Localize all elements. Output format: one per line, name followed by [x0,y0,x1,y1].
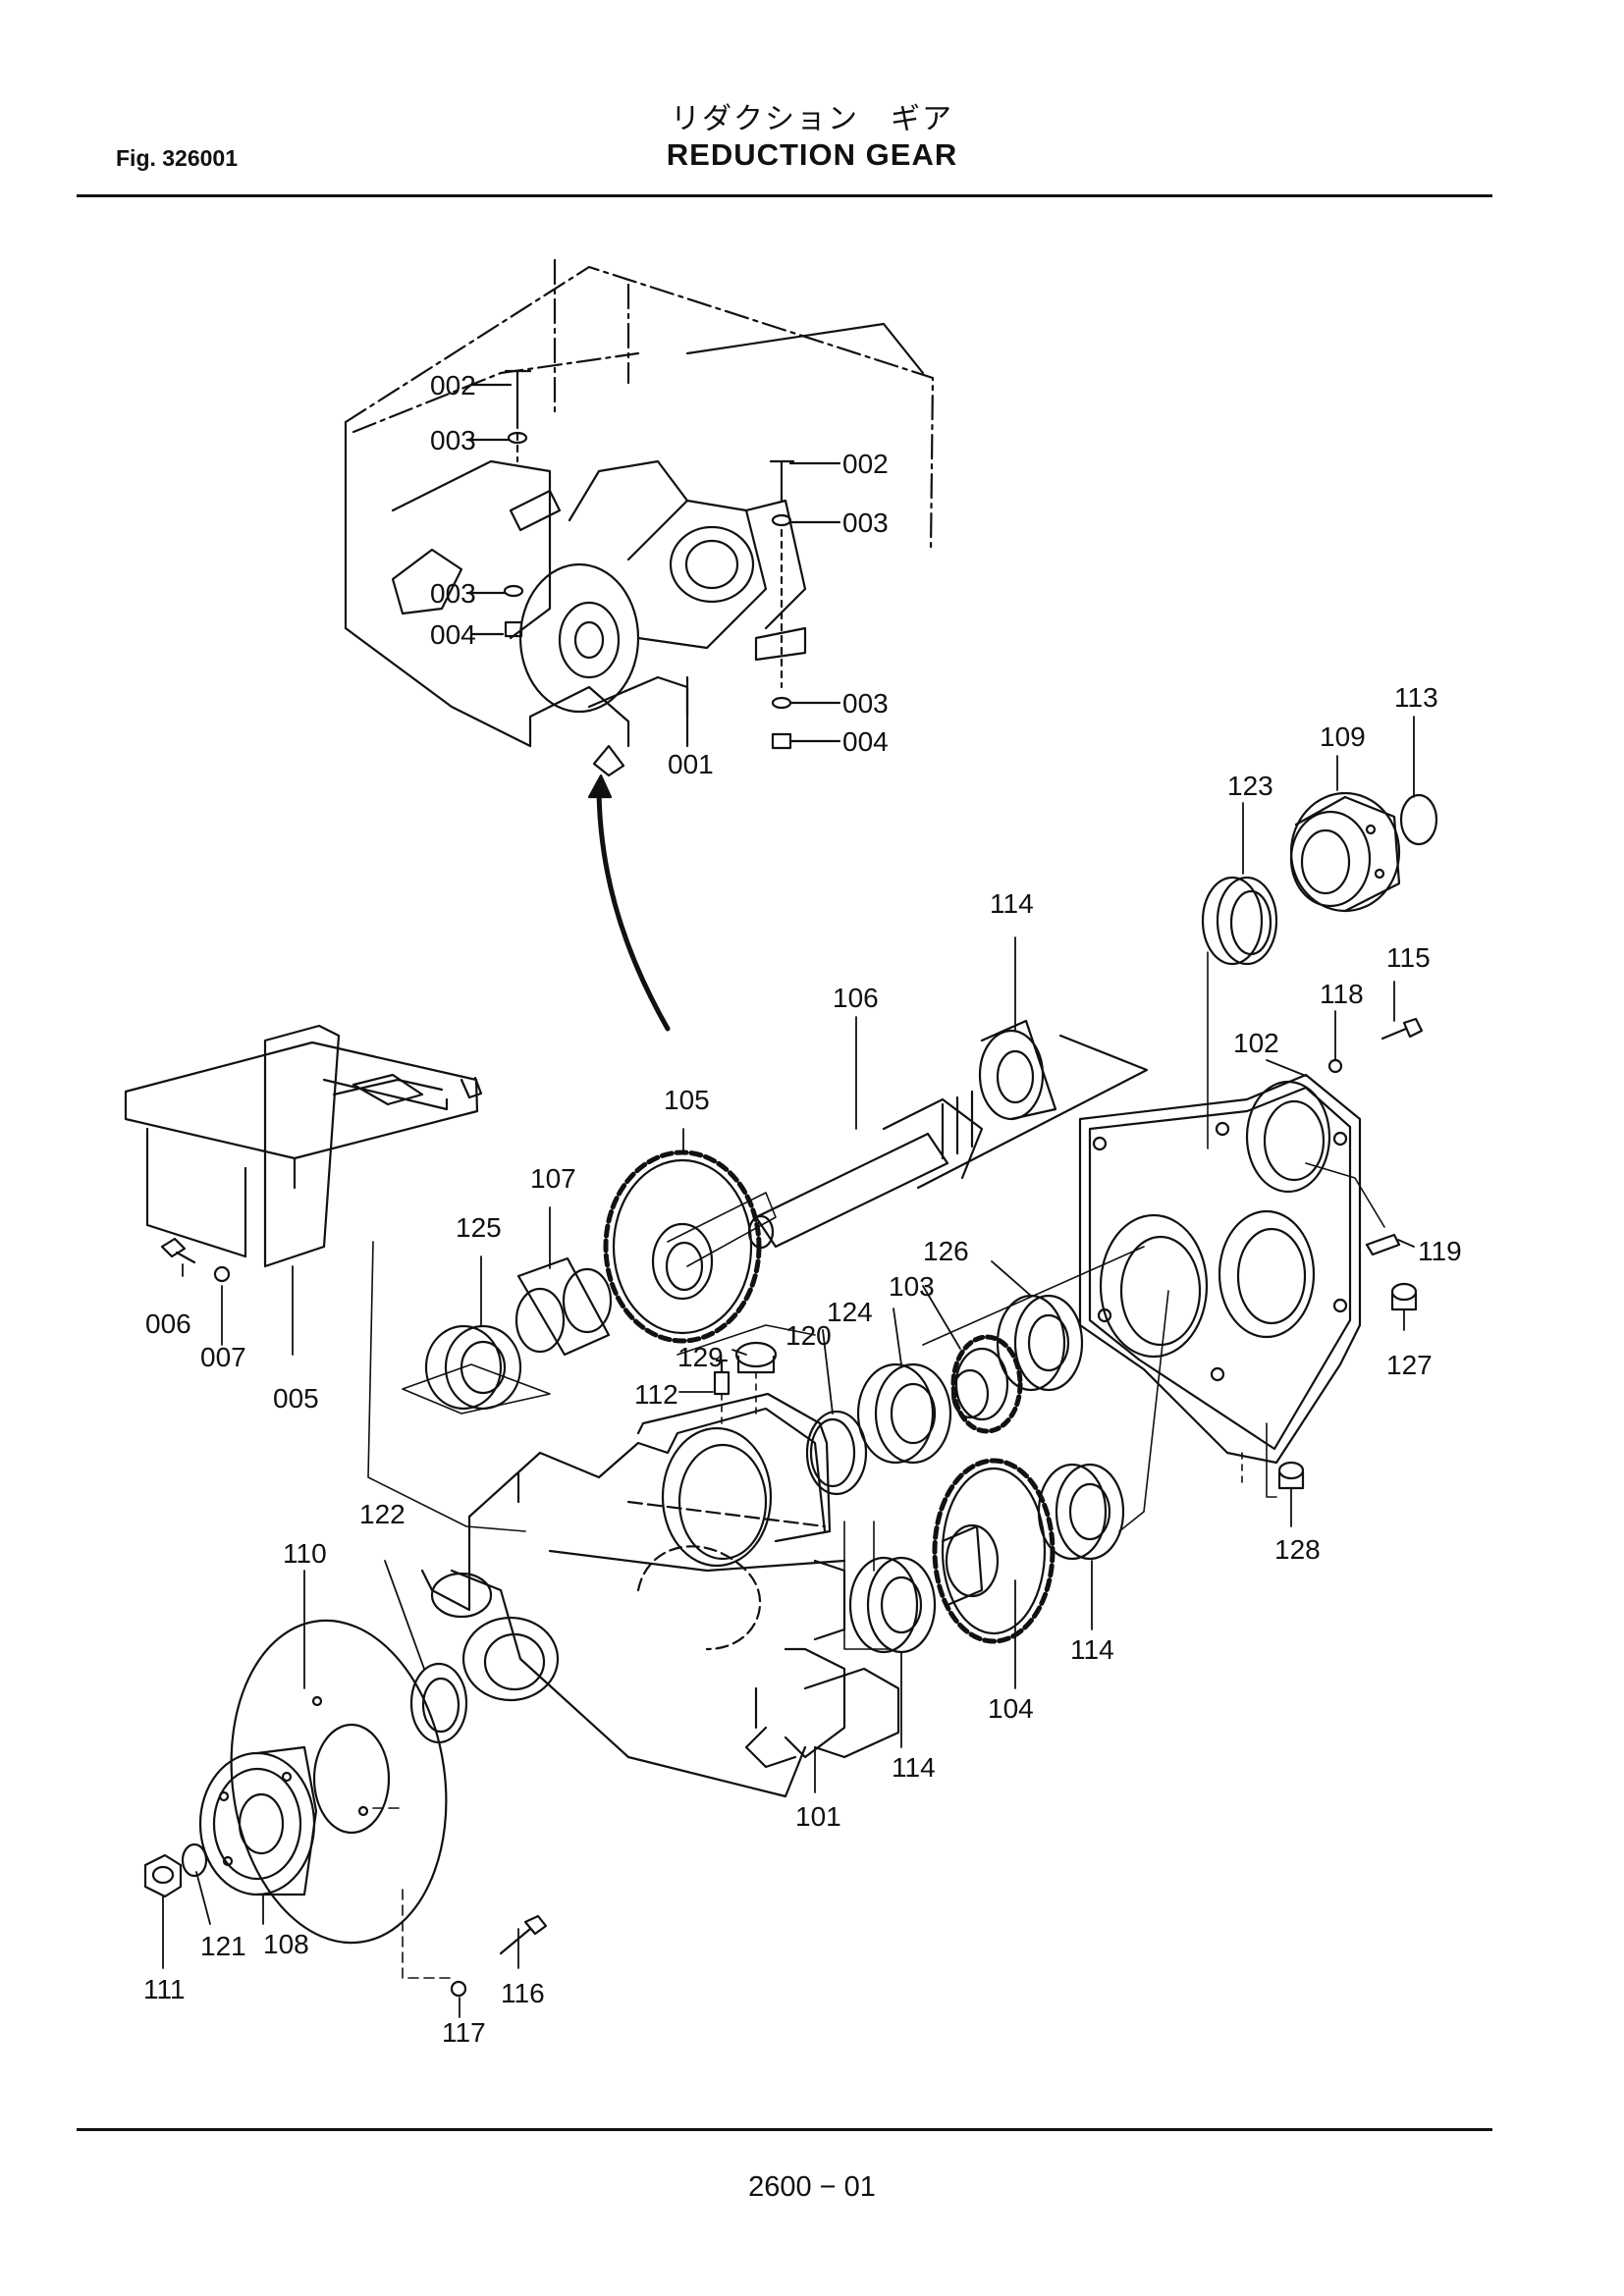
callout-002: 002 [430,370,476,400]
bearing-126 [996,1294,1084,1392]
callout-003: 003 [430,425,476,455]
callout-128: 128 [1274,1534,1321,1565]
callout-116: 116 [501,1978,545,2008]
mounting-bracket-005 [124,1024,526,1532]
gear-105 [603,1149,762,1344]
callout-123: 123 [1227,771,1273,801]
gear-cover-102 [1078,1073,1362,1465]
callout-007: 007 [200,1342,246,1372]
gear-housing-101 [420,1392,900,1798]
callout-127: 127 [1386,1350,1433,1380]
inset-leader-lines [469,383,841,748]
callout-126: 126 [923,1236,969,1266]
figure-number: Fig. 326001 [116,145,239,171]
pin-119 [1365,1233,1401,1256]
o-ring-121 [181,1842,208,1878]
callout-105: 105 [664,1085,710,1115]
dowel-pin-118 [1327,1058,1343,1074]
callout-117: 117 [442,2017,486,2048]
callout-004: 004 [430,619,476,650]
callout-003: 003 [430,578,476,609]
callout-006: 006 [145,1308,191,1339]
callout-112: 112 [634,1379,678,1410]
callout-104: 104 [988,1693,1034,1724]
callout-114: 114 [892,1752,936,1783]
oil-seal-122 [409,1662,468,1744]
callout-leader-lines [162,716,1415,2018]
callout-114: 114 [1070,1634,1114,1665]
callout-101: 101 [795,1801,841,1832]
housing-dashed-alignment-lines [402,1192,1145,1650]
callout-125: 125 [456,1212,502,1243]
bolt-116 [499,1914,548,1955]
callout-numbers: 002 003 003 004 002 003 003 004 001 113 … [143,370,1462,2048]
callout-122: 122 [359,1499,406,1529]
bolt-115 [1380,1017,1424,1041]
callout-121: 121 [200,1931,246,1961]
bearing-114-lower-right [1037,1463,1125,1561]
location-arrowhead [587,774,613,799]
location-arrow [596,782,671,1032]
gear-103 [950,1334,1023,1434]
flange-108 [198,1745,318,1896]
callout-129: 129 [677,1342,724,1372]
plug-129 [734,1341,778,1415]
callout-102: 102 [1233,1028,1279,1058]
bolt-006 [160,1237,196,1264]
callout-124: 124 [827,1297,873,1327]
header-divider [77,194,1492,197]
nut-111 [143,1853,183,1898]
callout-113: 113 [1394,682,1438,713]
bearing-114-upper [916,1019,1149,1190]
cover-alignment-lines [1118,951,1385,1532]
plug-127 [1390,1282,1418,1311]
callout-005: 005 [273,1383,319,1414]
flange-109 [1289,791,1401,913]
callout-118: 118 [1320,979,1364,1009]
gear-104 [932,1458,1056,1644]
oil-seal-123 [1201,876,1278,966]
bearing-114-lower-left [848,1556,937,1654]
callout-111: 111 [143,1974,186,2004]
callout-107: 107 [530,1163,576,1194]
callout-001: 001 [668,749,714,779]
bearing-124 [856,1362,952,1465]
frame-assembly-drawing [344,258,935,777]
spacer-107 [514,1256,613,1357]
inset-bolts-and-washers [503,369,795,750]
shaft-106 [747,1090,984,1250]
callout-004: 004 [842,726,889,757]
flange-bolt-alignment-line [402,1889,451,1979]
callout-109: 109 [1320,721,1366,752]
callout-114: 114 [990,888,1034,919]
page-number: 2600 − 01 [748,2171,876,2203]
grease-fitting-112 [713,1359,731,1429]
o-ring-113 [1399,793,1438,846]
callout-003: 003 [842,507,889,538]
callout-106: 106 [833,983,879,1013]
callout-110: 110 [283,1538,327,1569]
callout-003: 003 [842,688,889,719]
page-title: REDUCTION GEAR [666,137,958,172]
plug-128 [1277,1461,1305,1490]
callout-119: 119 [1418,1236,1462,1266]
callout-115: 115 [1386,942,1431,973]
callout-103: 103 [889,1271,935,1302]
snap-ring-120 [805,1410,868,1496]
washer-007 [213,1265,231,1283]
page-title-japanese: リダクション ギア [671,102,953,136]
bearing-125 [424,1324,522,1411]
brake-disc-110 [230,1619,448,1945]
washer-117 [450,1980,467,1998]
callout-120: 120 [785,1320,832,1351]
callout-108: 108 [263,1929,309,1959]
callout-002: 002 [842,449,889,479]
footer-divider [77,2128,1492,2131]
